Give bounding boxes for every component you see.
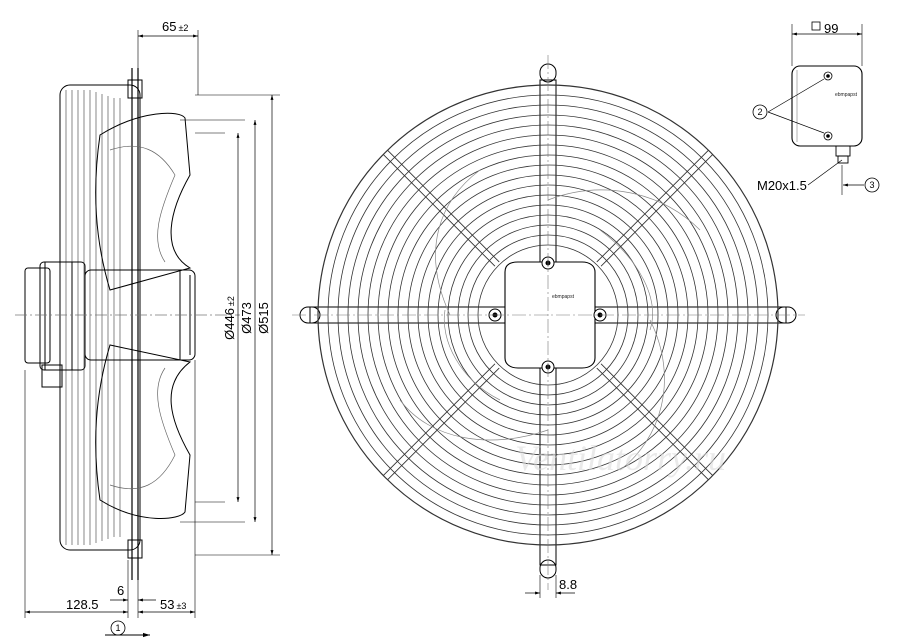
dim-6-label: 6 bbox=[117, 583, 124, 598]
terminal-screw-bottom bbox=[823, 131, 833, 141]
thread-size-label: M20x1.5 bbox=[757, 178, 807, 193]
motor-rear-cap bbox=[24, 267, 51, 364]
dim-8-8-label: 8.8 bbox=[559, 577, 577, 592]
vertical-mounting-bar bbox=[539, 79, 557, 566]
guard-spoke bbox=[387, 367, 500, 481]
upper-blade bbox=[95, 112, 192, 291]
dim-99-label: 99 bbox=[824, 21, 838, 36]
dim-53-label: 53±3 bbox=[160, 597, 186, 612]
side-view bbox=[15, 30, 280, 638]
terminal-box-outline bbox=[791, 65, 863, 147]
terminal-brand-label: ebmpapst bbox=[835, 92, 858, 98]
guard-spoke bbox=[387, 149, 500, 263]
guard-spokes bbox=[382, 149, 714, 481]
dim-128-5-label: 128.5 bbox=[66, 597, 99, 612]
flange-top-bracket bbox=[127, 79, 143, 99]
dim-515-label: Ø515 bbox=[256, 302, 271, 334]
guard-spoke bbox=[600, 154, 714, 267]
dim-65-label: 65±2 bbox=[162, 19, 188, 34]
callout-1-circle bbox=[110, 620, 126, 636]
callout-3-circle bbox=[864, 177, 880, 193]
guard-spoke bbox=[600, 363, 714, 476]
terminal-screw-top bbox=[823, 71, 833, 81]
front-view bbox=[292, 55, 805, 598]
front-blades bbox=[399, 169, 701, 471]
dim-473-label: Ø473 bbox=[239, 302, 254, 334]
leader-thread bbox=[807, 159, 843, 186]
guard-spoke bbox=[382, 363, 496, 476]
cable-gland bbox=[41, 364, 63, 388]
callout-3-label: 3 bbox=[869, 180, 874, 190]
guard-spoke bbox=[596, 367, 709, 481]
guard-spoke bbox=[382, 154, 496, 267]
watermark: Ventilatorry.ru bbox=[515, 438, 726, 478]
callout-1-label: 1 bbox=[115, 623, 120, 633]
flange-bottom-bracket bbox=[127, 539, 143, 559]
guard-wires bbox=[65, 90, 121, 545]
leader-2a bbox=[767, 78, 825, 113]
square-symbol bbox=[811, 21, 821, 31]
terminal-cable-gland bbox=[835, 145, 851, 157]
motor-center-box bbox=[504, 261, 596, 369]
dim-446-label: Ø446±2 bbox=[222, 296, 237, 340]
lower-blade bbox=[95, 344, 192, 519]
front-brand-label: ebmpapst bbox=[552, 294, 575, 300]
callout-2-circle bbox=[752, 104, 768, 120]
leader-2b bbox=[767, 111, 825, 134]
terminal-box-view bbox=[752, 21, 880, 195]
callout-2-label: 2 bbox=[757, 107, 762, 117]
